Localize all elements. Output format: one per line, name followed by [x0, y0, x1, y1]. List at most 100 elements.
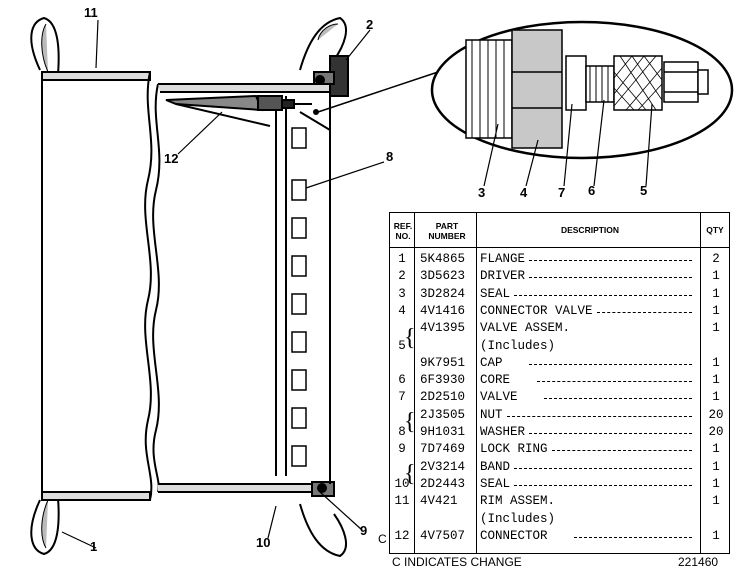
callout-9: 9 — [360, 523, 368, 538]
row-leader-line — [514, 467, 692, 469]
row-description: CORE — [480, 373, 511, 388]
table-row: 11 4V421 RIM ASSEM. 1 — [390, 493, 729, 510]
callout-11: 11 — [84, 5, 98, 20]
row-ref-number: 8 — [398, 425, 406, 439]
row-description: SEAL — [480, 476, 511, 491]
callout-6: 6 — [588, 183, 596, 198]
row-description: SEAL — [480, 286, 511, 301]
row-leader-line — [529, 363, 692, 365]
row-description: DRIVER — [480, 269, 526, 284]
row-part-number: 4V1395 — [420, 321, 466, 336]
row-ref-number: 6 — [398, 373, 406, 388]
row-part-number: 9H1031 — [420, 425, 466, 439]
table-row: 10 2D2443 SEAL 1 — [390, 476, 729, 493]
drawing-number: 221460 — [678, 555, 719, 569]
callout-2: 2 — [366, 17, 374, 32]
row-description: (Includes) — [480, 338, 556, 353]
row-leader-line — [544, 398, 692, 400]
row-ref-number: 9 — [398, 442, 406, 457]
col-divider — [414, 213, 415, 553]
row-description: FLANGE — [480, 252, 526, 266]
row-description: WASHER — [480, 425, 526, 439]
change-note: C INDICATES CHANGE — [392, 555, 522, 569]
row-leader-line — [536, 381, 692, 383]
row-quantity: 1 — [712, 459, 720, 474]
row-description: RIM ASSEM. — [480, 494, 556, 509]
row-description: CAP — [480, 355, 503, 370]
row-part-number: 2D2443 — [420, 476, 466, 491]
header-desc: DESCRIPTION — [560, 225, 620, 235]
row-part-number: 5K4865 — [420, 252, 466, 266]
table-row: 4V1395 VALVE ASSEM. 1 — [390, 320, 729, 337]
row-quantity: 1 — [712, 321, 720, 336]
row-quantity: 1 — [712, 269, 720, 284]
row-ref-number: 2 — [398, 269, 406, 284]
row-leader-line — [506, 415, 692, 417]
row-ref-number: 10 — [394, 476, 410, 491]
col-divider — [476, 213, 477, 553]
row-description: CONNECTOR VALVE — [480, 303, 593, 318]
row-part-number: 7D7469 — [420, 442, 466, 457]
row-description: NUT — [480, 407, 503, 422]
row-part-number: 2J3505 — [420, 407, 466, 422]
table-row: 1 5K4865 FLANGE 2 — [390, 251, 729, 268]
callout-12: 12 — [164, 151, 179, 166]
callout-7: 7 — [558, 185, 566, 200]
row-ref-number: 5 — [398, 338, 406, 353]
brace-8: { — [404, 409, 416, 435]
row-quantity: 1 — [712, 286, 720, 301]
header-part: PART NUMBER — [428, 221, 466, 241]
row-ref-number: 3 — [398, 286, 406, 301]
row-part-number: 4V7507 — [420, 528, 466, 543]
header-ref: REF. NO. — [393, 221, 413, 241]
row-quantity: 1 — [712, 303, 720, 318]
row-ref-number: 4 — [398, 303, 406, 318]
row-leader-line — [596, 311, 692, 313]
callout-1: 1 — [90, 539, 98, 554]
callout-8: 8 — [386, 149, 394, 164]
row-description: VALVE ASSEM. — [480, 321, 571, 336]
row-description: LOCK RING — [480, 442, 548, 457]
brace-10: { — [404, 461, 416, 487]
row-leader-line — [529, 277, 692, 279]
row-leader-line — [514, 484, 692, 486]
callout-10: 10 — [256, 535, 271, 550]
row-part-number: 4V421 — [420, 494, 458, 509]
row-quantity: 1 — [712, 528, 720, 543]
change-marker: C — [378, 532, 387, 546]
row-quantity: 1 — [712, 476, 720, 491]
header-qty: QTY — [706, 225, 724, 235]
row-ref-number: 12 — [394, 528, 410, 543]
row-ref-number: 7 — [398, 390, 406, 405]
row-quantity: 2 — [712, 252, 720, 266]
row-quantity: 1 — [712, 355, 720, 370]
row-part-number: 4V1416 — [420, 303, 466, 318]
row-part-number: 2V3214 — [420, 459, 466, 474]
row-leader-line — [551, 450, 692, 452]
callout-5: 5 — [640, 183, 648, 198]
row-quantity: 1 — [712, 494, 720, 509]
row-description: (Includes) — [480, 511, 556, 526]
row-leader-line — [529, 433, 692, 434]
left-flange-top — [30, 16, 60, 75]
row-part-number: 2D2510 — [420, 390, 466, 405]
row-leader-line — [514, 294, 692, 296]
row-description: CONNECTOR — [480, 528, 548, 543]
row-quantity: 1 — [712, 390, 720, 405]
left-flange-bottom — [30, 497, 60, 556]
row-description: BAND — [480, 459, 511, 474]
row-quantity: 20 — [708, 407, 724, 422]
table-row: 2J3505 NUT 20 — [390, 407, 729, 424]
table-row: 12 4V7507 CONNECTOR 1 — [390, 528, 729, 545]
row-description: VALVE — [480, 390, 518, 405]
table-header: REF. NO. PART NUMBER DESCRIPTION QTY — [390, 213, 729, 248]
row-ref-number: 1 — [398, 252, 406, 266]
row-ref-number: 11 — [394, 494, 410, 509]
